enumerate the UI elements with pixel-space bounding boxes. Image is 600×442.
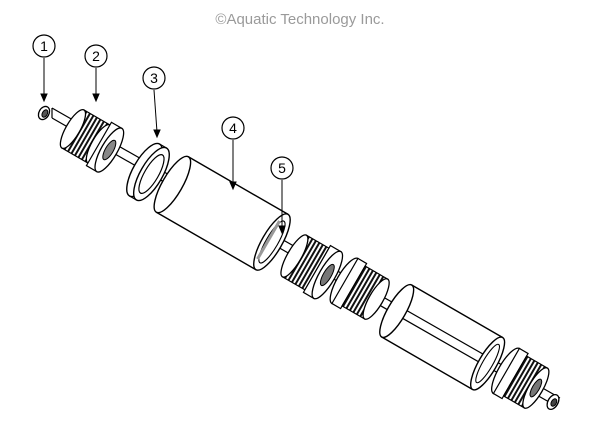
- callout-leaders: [40, 58, 286, 235]
- callout-2-label: 2: [92, 48, 100, 64]
- gear-middle-second: [329, 257, 390, 320]
- callout-3: 3: [142, 66, 166, 90]
- callout-2: 2: [84, 44, 108, 68]
- gear-left: [59, 108, 125, 173]
- callout-4: 4: [221, 116, 245, 140]
- end-cap-right: [546, 393, 560, 411]
- callout-5-label: 5: [278, 160, 286, 176]
- gear-middle: [280, 234, 344, 300]
- callout-3-label: 3: [150, 70, 158, 86]
- roller-tube-lower: [379, 283, 506, 391]
- copyright-notice: ©Aquatic Technology Inc.: [215, 11, 385, 28]
- callout-5: 5: [270, 156, 294, 180]
- gear-right: [491, 347, 550, 409]
- end-cap-left: [37, 105, 51, 121]
- seal-ring: [126, 142, 170, 202]
- callout-1: 1: [32, 34, 56, 58]
- callout-4-label: 4: [229, 120, 237, 136]
- callout-1-label: 1: [40, 38, 48, 54]
